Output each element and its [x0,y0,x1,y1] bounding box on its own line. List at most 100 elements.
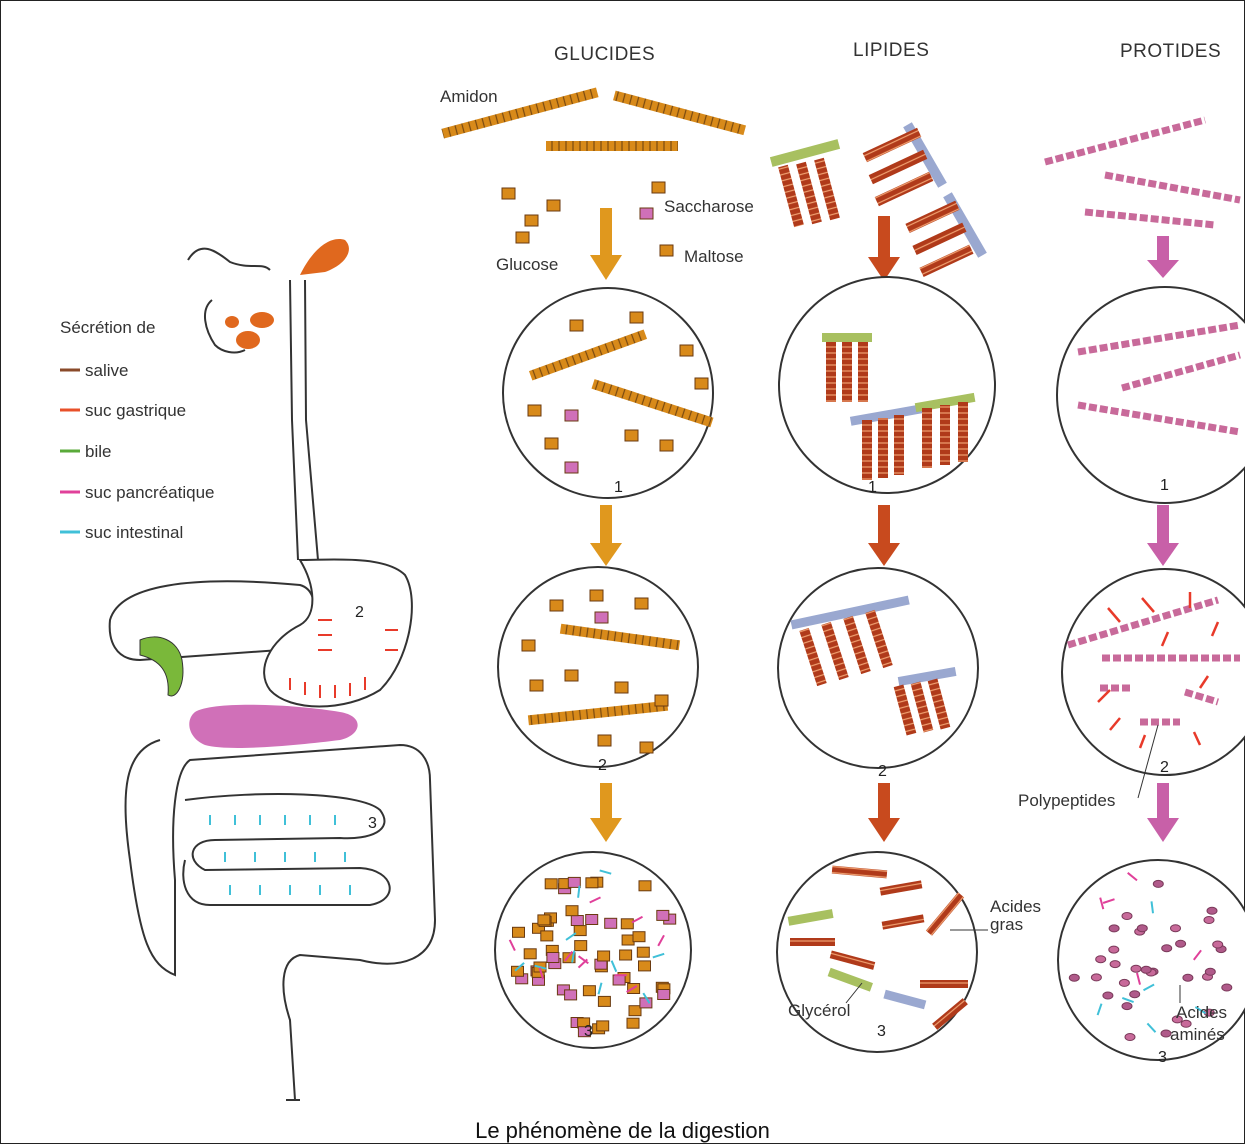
amino-acid [1137,925,1147,932]
monosaccharide [629,1006,641,1016]
label-amidon: Amidon [440,87,498,106]
sucrose-unit [640,208,653,219]
glucose-unit [547,200,560,211]
esophagus-left-wall [290,280,298,560]
monosaccharide [639,961,651,971]
legend-label: bile [85,442,111,461]
lipides-stage-2: 2 [778,568,978,780]
column-header-protides: PROTIDES [1120,41,1221,62]
legend-item-bile: bile [60,442,111,461]
monosaccharide [639,881,651,891]
monosaccharide [541,931,553,941]
amino-acid [1153,880,1163,887]
glucides-molecules: Amidon Saccharose Glucose Maltose [440,87,754,274]
protides-stage-1: 1 [1057,287,1245,503]
lipides-arrow [868,505,900,566]
monosaccharide [622,935,634,945]
monosaccharide [538,915,550,925]
label-acides-gras-line2: gras [990,915,1023,934]
stage-number: 2 [598,757,607,774]
amino-acid [1205,968,1215,975]
small-intestine [183,794,389,905]
amino-acid [1109,925,1119,932]
label-acides-gras-line1: Acides [990,897,1041,916]
enzyme-arrow [578,886,579,898]
amino-acid [1110,961,1120,968]
amino-acid [1204,917,1214,924]
protein-chain [1045,120,1205,162]
glucose-unit [516,232,529,243]
stage-number: 3 [1158,1049,1167,1066]
stage-number: 2 [1160,759,1169,776]
protides-arrow [1147,783,1179,842]
salivary-gland [236,331,260,349]
esophagus-right-wall [305,280,318,560]
maltose-unit [660,245,673,256]
pancreas [189,705,357,748]
amino-acid [1122,913,1132,920]
monosaccharide [627,1018,639,1028]
monosaccharide [633,932,645,942]
monosaccharide [621,919,633,929]
legend-title: Sécrétion de [60,318,155,337]
amino-acid [1222,984,1232,991]
lipides-arrow [868,216,900,281]
monosaccharide [598,996,610,1006]
monosaccharide [605,918,617,928]
column-header-lipides: LIPIDES [853,40,929,61]
label-acides-amines-line1: Acides [1176,1003,1227,1022]
lipides-stage-1: 1 [779,277,995,496]
amino-acid [1213,941,1223,948]
protides-arrow [1147,236,1179,278]
monosaccharide [513,927,525,937]
monosaccharide [583,986,595,996]
amino-acid [1131,965,1141,972]
stage-number: 3 [877,1023,886,1040]
stage-number: 2 [878,763,887,780]
monosaccharide [571,916,583,926]
legend-item-suc-gastrique: suc gastrique [60,401,186,420]
amino-acid [1096,956,1106,963]
monosaccharide [547,953,559,963]
sucrose-unit [652,182,665,193]
monosaccharide [524,949,536,959]
fatty-acid-chain [858,342,868,402]
amino-acid [1141,966,1151,973]
protides-stage-2: 2 [1062,569,1245,798]
glucides-stage-2: 2 [498,567,698,774]
monosaccharide [658,990,670,1000]
glucose-unit [525,215,538,226]
lipides-arrow [868,783,900,842]
legend-item-suc-pancreatique: suc pancréatique [60,483,214,502]
legend-label: salive [85,361,128,380]
amino-acid [1162,945,1172,952]
lipides-stage-3: 3 [777,852,988,1052]
stage-circle [1057,287,1245,503]
gland-organ [300,239,349,275]
monosaccharide [545,879,557,889]
salivary-gland [250,312,274,328]
amino-acid [1119,979,1129,986]
intestinal-juice-arrows [210,815,350,895]
amino-acid [1125,1034,1135,1041]
fatty-acid-chain [842,342,852,402]
monosaccharide [586,878,598,888]
protides-molecules [1045,120,1240,225]
legend: Sécrétion de salive suc gastrique bile s… [60,318,214,542]
amino-acid [1091,974,1101,981]
stage-number: 1 [868,479,877,496]
amino-acid [1171,925,1181,932]
monosaccharide [575,941,587,951]
stage-circle [778,568,978,768]
figure-caption: Le phénomène de la digestion [0,1118,1245,1144]
monosaccharide [657,910,669,920]
monosaccharide [598,951,610,961]
glucides-arrow [590,208,622,280]
monosaccharide [586,915,598,925]
protein-chain [1085,212,1215,225]
amino-acid [1176,940,1186,947]
glucides-arrow [590,505,622,566]
monosaccharide [620,950,632,960]
amino-acid [1130,991,1140,998]
